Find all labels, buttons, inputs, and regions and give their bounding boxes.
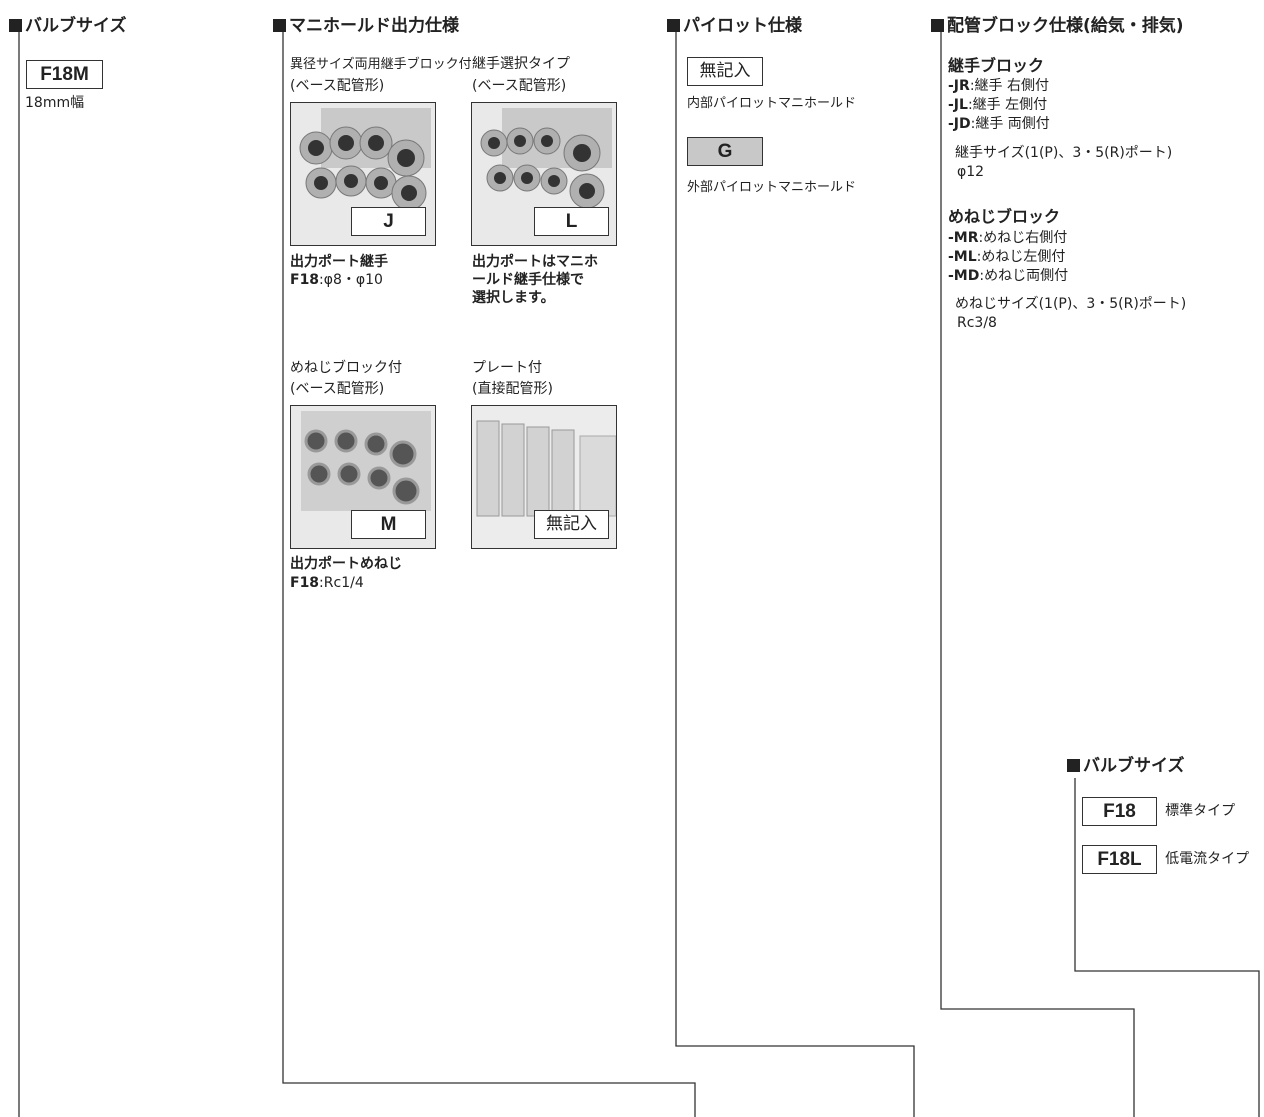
section-title-manifold-output: マニホールド出力仕様: [273, 11, 459, 36]
note-l-line3: 選択します。: [472, 290, 555, 306]
external-pilot-desc: 外部パイロットマニホールド: [687, 180, 857, 195]
valve-option-f18: F18 標準タイプ: [1082, 797, 1238, 826]
joint-item-jr: -JR:継手 右側付: [948, 78, 1049, 94]
note-m-line1: 出力ポートめねじ: [290, 556, 402, 572]
joint-size-line2: φ12: [957, 164, 985, 180]
caption-j-line1: 異径サイズ両用継手ブロック付: [290, 57, 472, 72]
valve-option-f18l: F18L 低電流タイプ: [1082, 845, 1252, 874]
caption-m-line1: めねじブロック付: [290, 360, 402, 376]
joint-block-title: 継手ブロック: [948, 56, 1045, 75]
photo-label-l: L: [534, 207, 609, 236]
photo-manifold-m: M: [290, 405, 436, 549]
connector-line-piping: [940, 28, 1135, 1117]
caption-l-line2: (ベース配管形): [472, 78, 567, 94]
code-f18l: F18L: [1082, 845, 1157, 874]
code-internal-pilot: 無記入: [687, 57, 763, 86]
f18-desc: 標準タイプ: [1165, 803, 1236, 819]
f18l-desc: 低電流タイプ: [1165, 851, 1250, 867]
code-f18: F18: [1082, 797, 1157, 826]
photo-label-j: J: [351, 207, 426, 236]
code-f18m: F18M: [26, 60, 103, 89]
section-title-piping-block: 配管ブロック仕様(給気・排気): [931, 11, 1184, 36]
thread-item-mr: -MR:めねじ右側付: [948, 230, 1068, 246]
caption-l-line1: 継手選択タイプ: [472, 56, 570, 72]
valve-size-block: F18M 18mm幅: [25, 58, 103, 116]
joint-item-jd: -JD:継手 両側付: [948, 116, 1050, 132]
code-external-pilot: G: [687, 137, 763, 166]
note-l-line1: 出力ポートはマニホ: [472, 254, 598, 270]
photo-label-plate: 無記入: [534, 510, 609, 539]
section-title-valve-size: バルブサイズ: [9, 11, 127, 36]
section-title-valve-size-right: バルブサイズ: [1067, 751, 1185, 778]
note-j-line2: F18:φ8・φ10: [290, 272, 383, 288]
note-j-line1: 出力ポート継手: [290, 254, 388, 270]
section-title-pilot: パイロット仕様: [667, 11, 802, 36]
thread-size-line1: めねじサイズ(1(P)、3・5(R)ポート): [955, 296, 1187, 312]
fitting-block-image: [291, 103, 435, 245]
thread-item-ml: -ML:めねじ左側付: [948, 249, 1066, 265]
internal-pilot-desc: 内部パイロットマニホールド: [687, 96, 857, 111]
square-bullet-icon: [667, 19, 680, 32]
square-bullet-icon: [273, 19, 286, 32]
note-m-line2: F18:Rc1/4: [290, 575, 364, 591]
caption-j-line2: (ベース配管形): [290, 78, 385, 94]
valve-size-desc: 18mm幅: [25, 95, 85, 111]
thread-block-title: めねじブロック: [948, 207, 1061, 226]
joint-size-line1: 継手サイズ(1(P)、3・5(R)ポート): [955, 145, 1173, 161]
photo-manifold-plate: 無記入: [471, 405, 617, 549]
caption-m-line2: (ベース配管形): [290, 381, 385, 397]
photo-label-m: M: [351, 510, 426, 539]
thread-item-md: -MD:めねじ両側付: [948, 268, 1069, 284]
joint-item-jl: -JL:継手 左側付: [948, 97, 1048, 113]
thread-size-line2: Rc3/8: [957, 315, 997, 331]
connector-line-manifold: [282, 28, 696, 1117]
square-bullet-icon: [9, 19, 22, 32]
caption-plate-line2: (直接配管形): [472, 381, 553, 397]
square-bullet-icon: [1067, 759, 1080, 772]
connector-line-pilot: [675, 28, 915, 1117]
caption-plate-line1: プレート付: [472, 360, 542, 376]
connector-line-valve-size-right: [1074, 765, 1260, 1117]
photo-manifold-l: L: [471, 102, 617, 246]
note-l-line2: ールド継手仕様で: [472, 272, 584, 288]
photo-manifold-j: J: [290, 102, 436, 246]
square-bullet-icon: [931, 19, 944, 32]
